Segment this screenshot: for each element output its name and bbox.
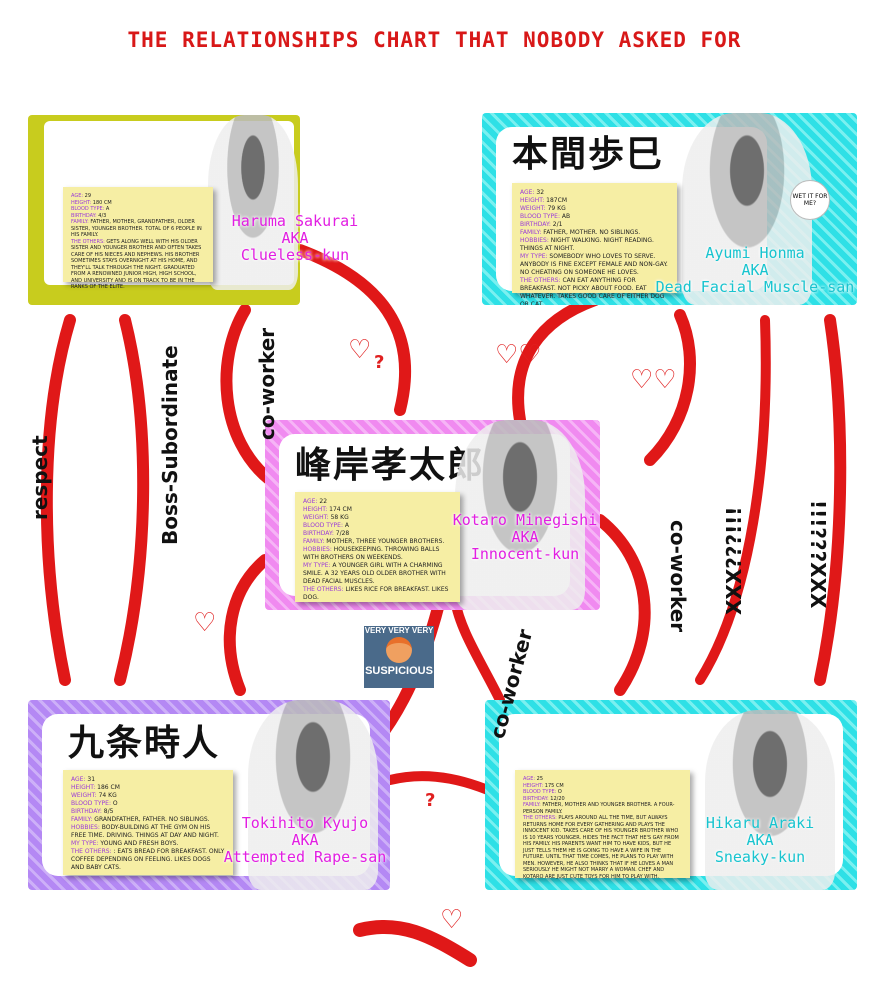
question-mark: ? bbox=[374, 352, 385, 373]
label-coworker-2: co-worker bbox=[666, 520, 690, 633]
heart-icon: ♡ bbox=[440, 905, 464, 935]
character-art bbox=[208, 115, 298, 290]
arrow-hikaru-ayumi bbox=[814, 314, 847, 686]
character-art bbox=[705, 710, 835, 890]
character-art bbox=[455, 420, 585, 610]
label-respect: respect bbox=[28, 435, 52, 520]
kanji-name: 峰岸孝太郎 bbox=[295, 444, 486, 486]
arrow-hikaru-tokihito bbox=[353, 919, 477, 967]
suspicious-meme: VERY VERY VERY SUSPICIOUS bbox=[364, 626, 434, 688]
chart-title: THE RELATIONSHIPS CHART THAT NOBODY ASKE… bbox=[127, 28, 742, 52]
fry-face-icon bbox=[386, 637, 412, 663]
heart-icon: ♡♡ bbox=[630, 365, 677, 395]
label-boss-subordinate: Boss-Subordinate bbox=[158, 345, 182, 545]
meme-top-text: VERY VERY VERY bbox=[364, 626, 434, 635]
arrow-kotaro-hikaru bbox=[594, 514, 651, 696]
label-xxx-right: !!!???XXX bbox=[806, 500, 830, 609]
heart-icon: ♡ bbox=[348, 335, 372, 365]
arrow-hikaru-kotaro bbox=[450, 595, 505, 705]
kanji-name: 本間歩巳 bbox=[512, 133, 665, 175]
label-coworker-1: co-worker bbox=[255, 327, 279, 440]
character-art bbox=[248, 700, 378, 890]
heart-icon: ♡ bbox=[193, 608, 217, 638]
arrow-respect bbox=[40, 314, 76, 686]
arrow-ayumi-hikaru bbox=[695, 315, 771, 685]
arrow-ayumi-kotaro bbox=[644, 309, 696, 466]
arrow-haruma-kotaro bbox=[294, 244, 412, 416]
character-art bbox=[682, 113, 812, 305]
kanji-name: 九条時人 bbox=[68, 722, 221, 764]
arrow-coworker-kotaro-haruma bbox=[220, 304, 276, 486]
heart-icon: ♡♡ bbox=[495, 340, 542, 370]
question-mark: ? bbox=[425, 790, 436, 811]
meme-bottom-text: SUSPICIOUS bbox=[365, 665, 433, 677]
label-xxx-left: XXX???!!! bbox=[722, 506, 746, 615]
arrow-tokihito-kotaro bbox=[223, 554, 271, 696]
arrow-boss bbox=[114, 314, 150, 686]
arrow-kotaro-ayumi bbox=[512, 294, 601, 426]
speech-bubble: WET IT FOR ME? bbox=[790, 180, 830, 220]
